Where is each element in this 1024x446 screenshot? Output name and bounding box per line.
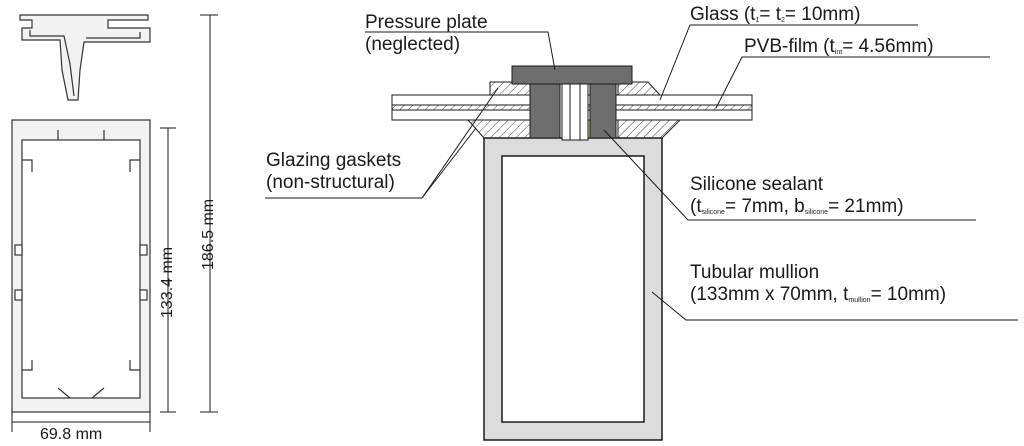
label-glass: Glass (t1= t2= 10mm) <box>690 4 861 25</box>
profile-notch-left <box>14 244 23 256</box>
profile-cap-inner <box>29 30 141 97</box>
tubular-mullion <box>483 137 663 441</box>
leader-mullion <box>651 291 1018 321</box>
leader-pvb <box>715 56 990 109</box>
profile-notch-right <box>139 244 148 256</box>
leader-lines <box>265 24 1018 321</box>
aluminium-profile <box>11 14 151 413</box>
label-silicone-sealant: Silicone sealant (tsilicone= 7mm, bsilic… <box>690 174 904 217</box>
profile-notch-right-low <box>139 289 148 301</box>
glazing-gaskets <box>466 81 682 139</box>
dim-inner-height-label: 133.4 mm <box>159 246 176 318</box>
label-pvb-film: PVB-film (tint= 4.56mm) <box>744 36 934 57</box>
pressure-plate <box>511 65 633 141</box>
label-tubular-mullion: Tubular mullion (133mm x 70mm, tmullion=… <box>690 262 947 305</box>
profile-cap <box>19 14 151 101</box>
dim-total-height-label: 186.5 mm <box>200 198 217 270</box>
profile-dimensions <box>11 14 218 432</box>
profile-notch-left-low <box>14 289 23 301</box>
leader-silicone <box>603 129 976 221</box>
leader-pressure-plate <box>365 31 556 71</box>
profile-ribs <box>22 130 140 399</box>
label-pressure-plate: Pressure plate (neglected) <box>365 12 488 55</box>
leader-glass <box>659 24 918 101</box>
dim-width-label: 69.8 mm <box>40 426 103 443</box>
profile-box-inner <box>21 139 141 399</box>
leader-gasket-2 <box>421 127 477 199</box>
label-glazing-gaskets: Glazing gaskets (non-structural) <box>266 150 402 193</box>
